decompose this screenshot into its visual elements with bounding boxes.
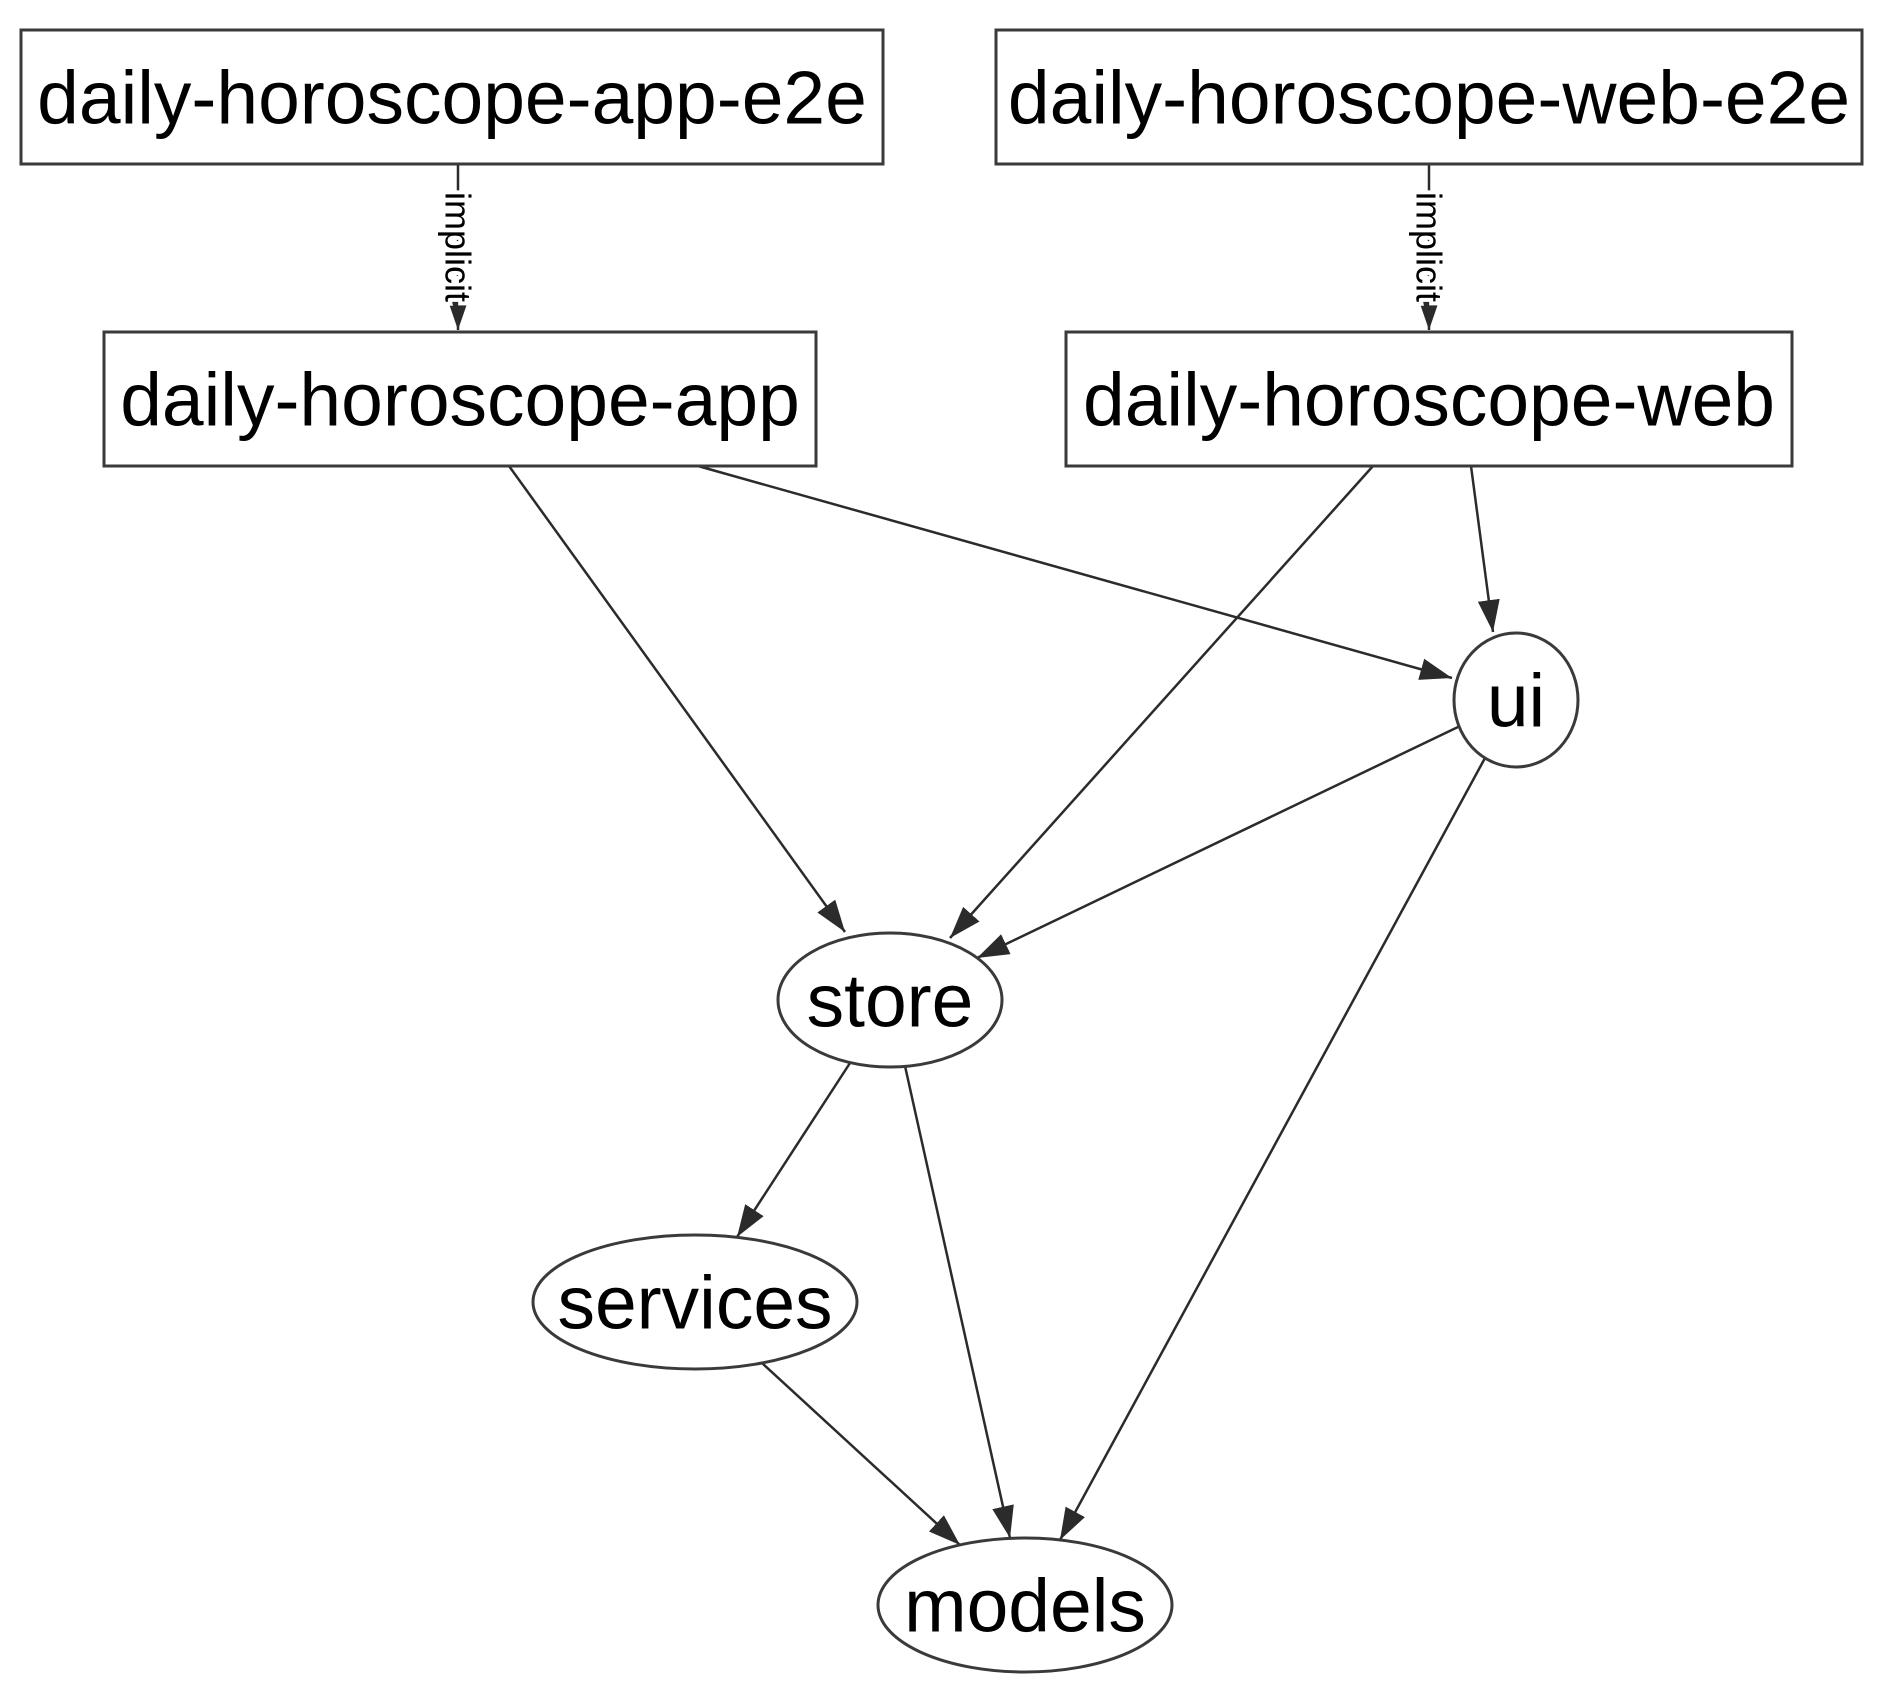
edge-ui-to-store [976, 725, 1459, 960]
node-services-label: services [557, 1260, 832, 1344]
node-ui-ellipse[interactable] [1452, 631, 1580, 769]
node-app-label: daily-horoscope-app [120, 357, 800, 441]
node-web[interactable]: daily-horoscope-web [1064, 330, 1794, 468]
edge-web-to-ui [1469, 465, 1500, 633]
node-models-ellipse[interactable] [876, 1536, 1174, 1674]
edge-web-to-store [949, 465, 1374, 939]
node-app-e2e[interactable]: daily-horoscope-app-e2e [19, 28, 885, 166]
node-models-label: models [904, 1563, 1146, 1647]
edge-services-to-models [761, 1362, 961, 1546]
node-app-box[interactable] [102, 330, 818, 468]
node-ui-label: ui [1487, 658, 1545, 742]
edge-app-to-ui [697, 464, 1453, 680]
node-store[interactable]: store [776, 931, 1004, 1069]
edge-labels: implicit implicit [433, 188, 1453, 306]
node-web-e2e-label: daily-horoscope-web-e2e [1008, 55, 1850, 139]
node-app-e2e-label: daily-horoscope-app-e2e [37, 55, 867, 139]
edges [447, 164, 1500, 1546]
edge-ui-to-models [1058, 757, 1487, 1541]
node-services-ellipse[interactable] [531, 1233, 859, 1371]
node-web-label: daily-horoscope-web [1083, 357, 1775, 441]
edge-label-implicit-app: implicit [437, 192, 478, 302]
edge-label-implicit-web: implicit [1408, 192, 1449, 302]
node-ui[interactable]: ui [1452, 631, 1580, 769]
node-app-e2e-box[interactable] [19, 28, 885, 166]
node-web-box[interactable] [1064, 330, 1794, 468]
node-web-e2e[interactable]: daily-horoscope-web-e2e [994, 28, 1864, 166]
node-store-label: store [807, 958, 974, 1042]
node-store-ellipse[interactable] [776, 931, 1004, 1069]
node-app[interactable]: daily-horoscope-app [102, 330, 818, 468]
edge-store-to-models [903, 1065, 1014, 1539]
edge-store-to-services [735, 1062, 852, 1238]
node-web-e2e-box[interactable] [994, 28, 1864, 166]
node-models[interactable]: models [876, 1536, 1174, 1674]
edge-app-to-store [507, 465, 847, 933]
node-services[interactable]: services [531, 1233, 859, 1371]
